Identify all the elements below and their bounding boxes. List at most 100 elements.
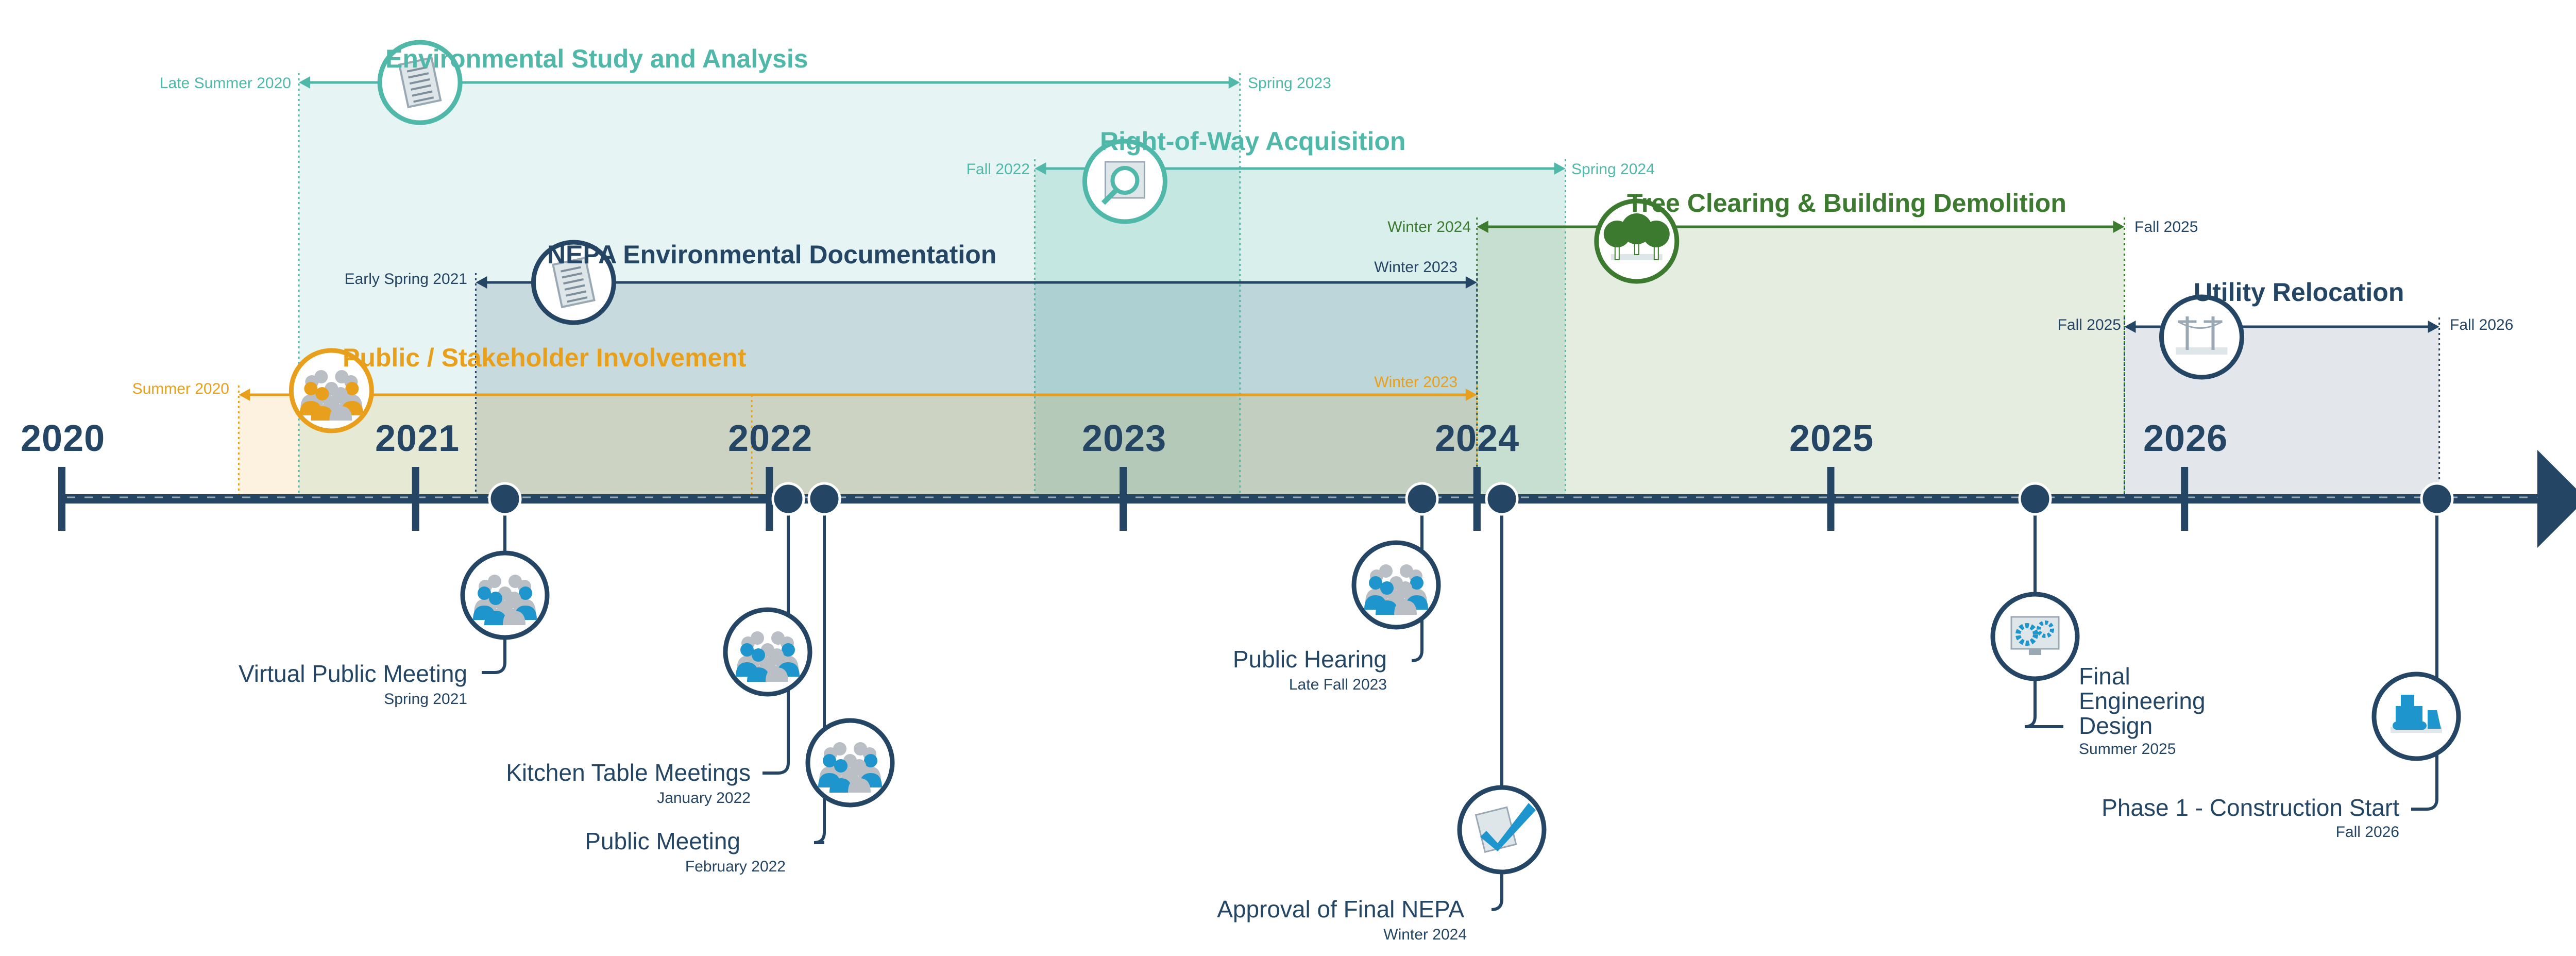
person-head [751,631,764,645]
cab [2401,695,2414,707]
person-head [1400,564,1413,578]
year-tick-2022 [766,467,773,531]
year-tick-2021 [412,467,419,531]
ground [2176,347,2228,355]
milestone-icon-virtual-public-meeting [460,550,550,640]
phase-title-row-acq: Right-of-Way Acquisition [1100,127,1406,156]
person-body [766,667,788,682]
trees-icon [1603,213,1670,260]
stand [2029,649,2041,655]
gear [2015,623,2038,646]
milestone-icon-final-eng [1990,592,2080,681]
paper-line [566,290,586,297]
milestone-title-final-eng-1: Final [2079,663,2130,690]
person-head [1369,576,1382,590]
person-head [1379,564,1393,578]
milestone-dot-final-eng [2018,482,2052,516]
gear [2037,620,2054,638]
year-tick-2020 [58,467,65,531]
axis-arrowhead [2537,450,2576,548]
milestone-dot-public-hearing [1405,482,1439,516]
phase-arrowhead-end-public [1465,389,1477,401]
milestone-title-public-meeting: Public Meeting [585,828,740,854]
person-head [752,648,765,662]
paper-line [567,296,588,303]
person-head [488,575,501,588]
phase-arrowhead-end-tree-clear [2113,221,2125,233]
phase-start-nepa-doc: Early Spring 2021 [344,271,467,288]
milestone-date-public-hearing: Late Fall 2023 [1289,676,1387,693]
phase-icon-tree-clear [1594,198,1680,284]
phase-icon-env-study [377,40,463,125]
people-icon [299,370,364,421]
lens [1110,166,1140,195]
icons [289,40,2461,875]
person-head [1410,576,1423,590]
axis-line [59,494,2548,504]
milestone-title-construction: Phase 1 - Construction Start [2102,794,2399,821]
phase-icon-utility [2159,294,2244,380]
year-label-2022: 2022 [728,418,813,459]
phase-start-row-acq: Fall 2022 [966,161,1030,178]
phase-guides [238,73,2441,499]
paper-line [564,284,585,291]
person-head [782,643,795,657]
phase-arrowhead-start-row-acq [1035,162,1046,175]
person-head [314,370,328,383]
bulldozer-icon [2391,695,2442,733]
milestone-dot-approval-nepa [1485,482,1519,516]
phase-band-public [239,395,1477,499]
people-icon [473,575,537,625]
paper-line [562,272,583,279]
paper-line [412,90,433,97]
person-head [315,387,329,400]
person-head [853,759,866,773]
milestone-stem-public-meeting [814,499,826,844]
people-icon [736,631,800,682]
person-body [329,406,352,421]
person-body [311,406,334,421]
milestone-dot-kitchen-table [771,482,805,516]
handle [1101,188,1118,205]
year-label-2021: 2021 [375,418,460,459]
year-tick-2026 [2181,467,2189,531]
milestone-icon-public-meeting [805,718,895,808]
paper-line [409,78,430,85]
milestone-date-kitchen-table: January 2022 [657,790,751,807]
person-head [823,754,836,767]
milestone-icon-approval-nepa [1457,785,1547,875]
phase-end-public: Winter 2023 [1374,374,1458,391]
phase-arrowhead-end-row-acq [1554,162,1566,175]
milestone-date-public-meeting: February 2022 [685,858,786,875]
phase-arrowhead-end-env-study [1228,76,1240,89]
person-head [770,648,784,662]
milestone-date-virtual-public-meeting: Spring 2021 [384,691,467,708]
body [2396,706,2422,722]
person-head [345,382,359,395]
milestone-icon-construction [2371,672,2461,761]
milestone-title-final-eng-2: Engineering [2079,687,2206,714]
people-icon [1364,564,1428,615]
year-tick-extra [1473,467,1481,531]
milestone-stem-virtual-public-meeting [482,499,506,674]
year-label-2026: 2026 [2143,418,2228,459]
person-head [509,575,522,588]
person-head [833,742,846,756]
tracks [2393,722,2427,730]
paper-line [561,266,582,273]
phase-start-env-study: Late Summer 2020 [159,75,291,92]
year-tick-2023 [1120,467,1127,531]
person-head [834,759,848,773]
person-head [1380,581,1394,595]
year-label-2025: 2025 [1789,418,1874,459]
milestone-stem-approval-nepa [1491,499,1503,911]
phase-title-public: Public / Stakeholder Involvement [343,343,747,372]
person-head [304,382,318,395]
phase-icon-row-acq [1082,139,1167,224]
person-head [519,586,532,600]
milestone-title-public-hearing: Public Hearing [1232,646,1387,673]
person-head [334,387,348,400]
gears-monitor-icon [2010,616,2060,655]
milestone-title-final-eng-3: Design [2079,712,2153,739]
